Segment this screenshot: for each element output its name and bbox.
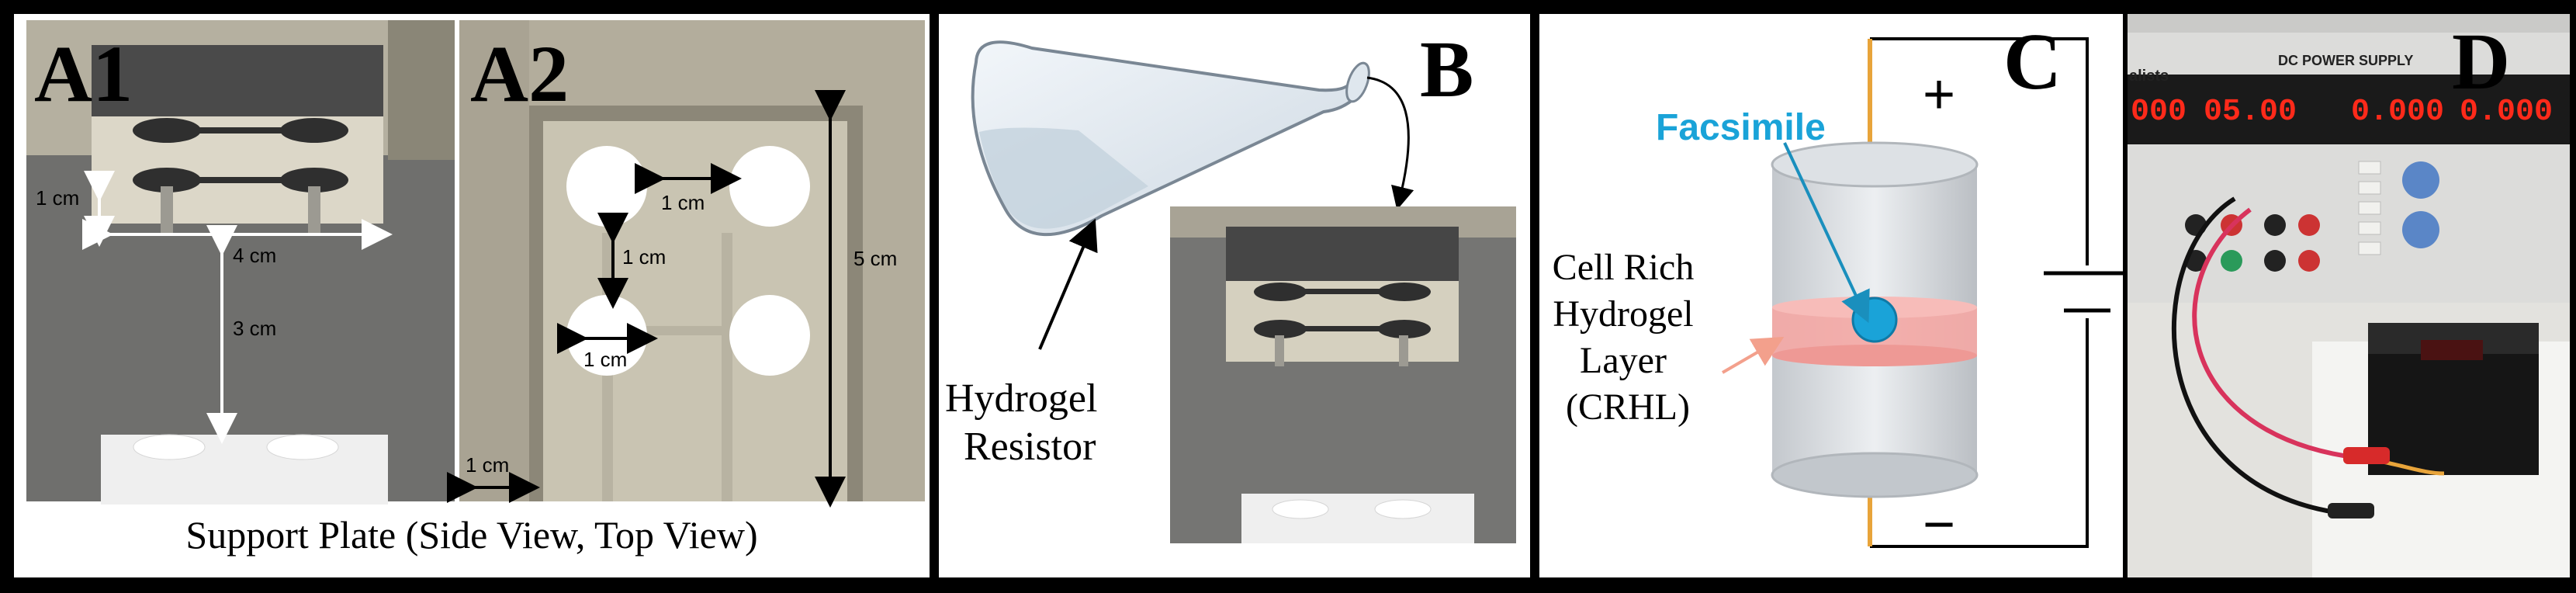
- panel-d: DC POWER SUPPLY alists 000 05.00 0.000 0…: [2128, 14, 2570, 577]
- panel-b-label: B: [1420, 25, 1473, 114]
- black-box: [2368, 323, 2539, 475]
- pour-arrow: [1366, 76, 1414, 210]
- readout-4: 0.000: [2460, 95, 2553, 130]
- a2-dim-offset: 1 cm: [466, 453, 509, 477]
- voltage-knob: [2402, 161, 2439, 199]
- a2-dim-length: 5 cm: [853, 247, 897, 270]
- battery-icon: [2044, 271, 2131, 313]
- black-wire: [2171, 196, 2336, 515]
- panel-a1-label: A1: [34, 29, 133, 119]
- flask-icon: [971, 40, 1370, 237]
- panel-b-render: [1170, 206, 1516, 543]
- current-knob: [2402, 211, 2439, 248]
- panel-a2-render: [447, 20, 925, 508]
- red-wire: [2192, 207, 2360, 460]
- brand-text: alists: [2129, 68, 2169, 85]
- panel-c-label: C: [2003, 17, 2062, 106]
- hydrogel-cylinder: [1771, 141, 1979, 498]
- panel-c: Facsimile + − Cell Rich Hydrogel Layer (…: [1539, 14, 2131, 577]
- panel-a1-render: [26, 20, 455, 505]
- circuit-wire-top: [1870, 37, 2089, 265]
- red-clip: [2343, 447, 2390, 464]
- hydrogel-resistor-label: Hydrogel Resistor: [945, 376, 1107, 469]
- panel-a2-label: A2: [470, 29, 569, 119]
- panel-d-label: D: [2452, 17, 2510, 106]
- a1-dim-height: 1 cm: [36, 186, 79, 210]
- supply-title: DC POWER SUPPLY: [2278, 53, 2413, 68]
- black-clip: [2328, 503, 2374, 518]
- facsimile-arrow: [1783, 142, 1870, 324]
- panel-a: 1 cm 4 cm 3 cm A1 1 cm 1 cm: [14, 14, 930, 577]
- a1-dim-gap: 3 cm: [233, 317, 276, 340]
- a2-dim-spacing-h: 1 cm: [661, 191, 705, 214]
- resistor-arrow: [1038, 218, 1098, 350]
- minus-sign: −: [1923, 494, 1955, 556]
- a1-dim-width: 4 cm: [233, 244, 276, 267]
- readout-3: 0.000: [2351, 95, 2444, 130]
- readout-2: 05.00: [2204, 95, 2297, 130]
- led-readouts: 000 05.00 0.000 0.000: [2131, 95, 2553, 130]
- circuit-wire-bottom: [1870, 318, 2089, 548]
- a2-dim-spacing-v: 1 cm: [622, 245, 666, 269]
- terminals: [2185, 214, 2320, 272]
- crhl-label: Cell Rich Hydrogel Layer (CRHL): [1553, 247, 1704, 428]
- panel-b: Hydrogel Resistor B: [939, 14, 1530, 577]
- readout-1: 000: [2131, 95, 2186, 130]
- panel-a-caption: Support Plate (Side View, Top View): [185, 513, 757, 557]
- display-panel: [2128, 75, 2570, 144]
- plus-sign: +: [1923, 64, 1955, 126]
- crhl-arrow: [1721, 336, 1785, 374]
- facsimile-label: Facsimile: [1656, 107, 1826, 148]
- a2-dim-diameter: 1 cm: [583, 348, 627, 371]
